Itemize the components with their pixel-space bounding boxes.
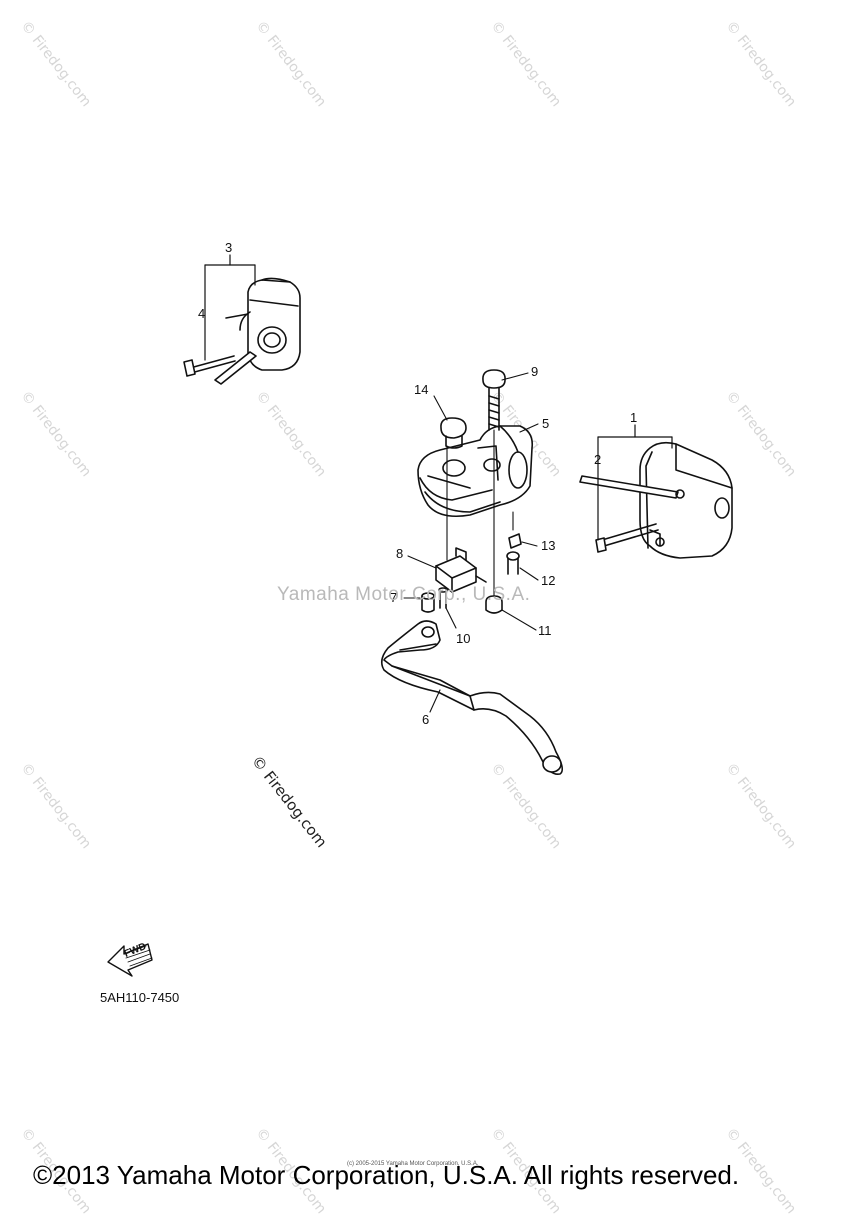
- lever-6: [380, 620, 564, 776]
- copyright-footer: ©2013 Yamaha Motor Corporation, U.S.A. A…: [33, 1160, 740, 1190]
- center-watermark: Yamaha Motor Corp., U.S.A.: [277, 584, 531, 605]
- tiny-copyright: (c) 2005-2015 Yamaha Motor Corporation, …: [347, 1161, 479, 1167]
- leader-3-4: [204, 254, 256, 361]
- callout-14: 14: [414, 382, 429, 397]
- nut-13: [508, 533, 522, 549]
- lever-holder: [417, 425, 534, 518]
- callout-1: 1: [630, 410, 638, 425]
- nut-11: [485, 595, 503, 614]
- callout-7: 7: [390, 590, 398, 605]
- bolt-12: [506, 551, 520, 575]
- callout-10: 10: [456, 631, 471, 646]
- callout-leaders: [403, 372, 539, 713]
- callout-12: 12: [541, 573, 556, 588]
- left-switch-housing: [183, 277, 301, 385]
- diagram-code: 5AH110-7450: [100, 990, 180, 1005]
- callout-2: 2: [594, 452, 602, 467]
- collar-7: [421, 592, 435, 613]
- screw-10: [438, 587, 448, 609]
- right-switch-housing: [579, 441, 733, 559]
- callout-3: 3: [225, 240, 233, 255]
- fwd-arrow-icon: [107, 943, 153, 977]
- callout-11: 11: [538, 623, 552, 638]
- bolt-9: [482, 369, 506, 431]
- assembly-lines: [446, 429, 514, 597]
- callout-6: 6: [422, 712, 430, 727]
- cap-14: [440, 417, 467, 449]
- callout-4: 4: [198, 306, 206, 321]
- callout-9: 9: [531, 364, 539, 379]
- leader-1-2: [597, 424, 673, 541]
- callout-8: 8: [396, 546, 404, 561]
- callout-13: 13: [541, 538, 556, 553]
- switch-8: [435, 547, 487, 593]
- callout-5: 5: [542, 416, 550, 431]
